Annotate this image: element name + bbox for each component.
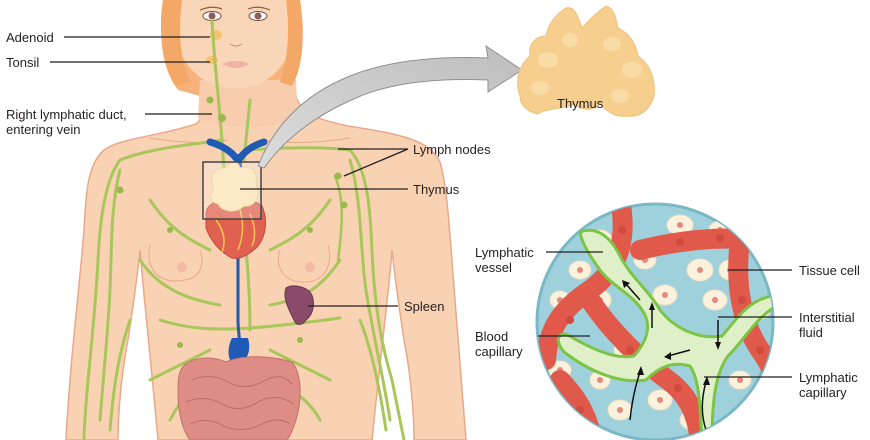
- label-tissue-cell: Tissue cell: [799, 263, 860, 278]
- label-tonsil: Tonsil: [6, 55, 40, 70]
- label-adenoid: Adenoid: [6, 30, 54, 45]
- label-lymph-nodes: Lymph nodes: [413, 142, 491, 157]
- spleen: [284, 285, 314, 325]
- lymphatic-network: [82, 18, 406, 440]
- label-blood-capillary: Blood capillary: [475, 329, 523, 359]
- thymus-in-body: [210, 161, 259, 212]
- thymus-highlight-box: [202, 161, 262, 220]
- intestines: [177, 356, 301, 440]
- label-lymphatic-vessel: Lymphatic vessel: [475, 245, 534, 275]
- leader-lines: [50, 36, 792, 378]
- label-lymphatic-capillary: Lymphatic capillary: [799, 370, 858, 400]
- lymph-capillary-tissue-view: [535, 202, 775, 440]
- label-spleen: Spleen: [404, 299, 445, 314]
- label-thymus-detail: Thymus: [557, 96, 604, 111]
- lymph-node-dots: [116, 96, 348, 348]
- thymus-detail: [517, 5, 655, 117]
- label-interstitial-fluid: Interstitial fluid: [799, 310, 855, 340]
- label-thymus: Thymus: [413, 182, 460, 197]
- label-right-lymphatic-duct: Right lymphatic duct, entering vein: [6, 107, 127, 137]
